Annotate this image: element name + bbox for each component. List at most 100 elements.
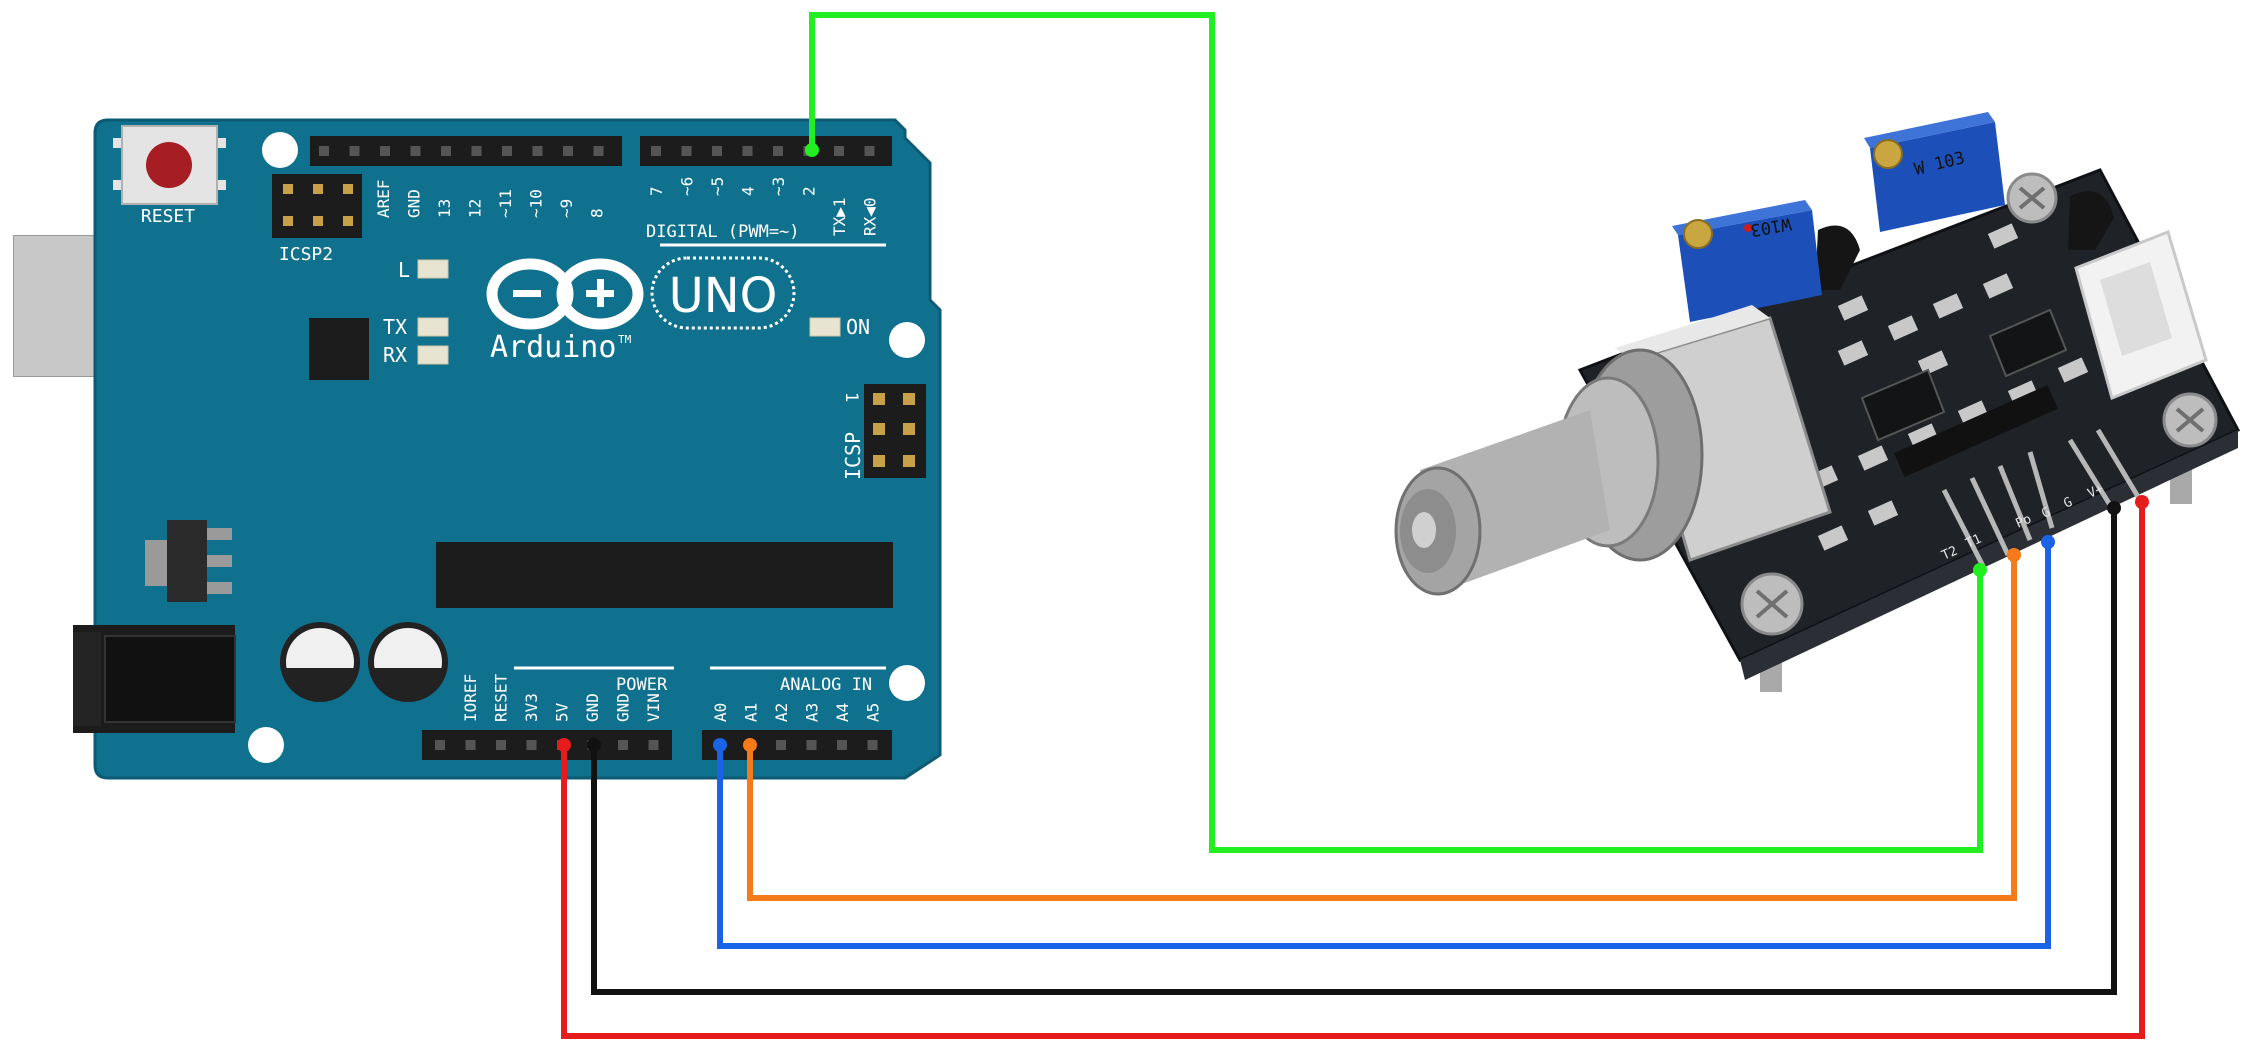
led-on (809, 317, 841, 337)
wire-blue (717, 542, 2051, 949)
bnc-connector (1394, 305, 1832, 596)
led-tx-label: TX (383, 315, 407, 339)
analog-pin-label: A1 (742, 703, 761, 722)
icsp2-label: ICSP2 (279, 244, 333, 265)
icsp-pin1-label: 1 (841, 392, 861, 402)
mount-hole (889, 665, 925, 701)
uno-label: UNO (669, 268, 778, 324)
digital-pin-label: 7 (647, 186, 666, 196)
pin-hole (837, 740, 847, 750)
digital-pin-label: ~3 (769, 177, 788, 196)
wire-green (809, 12, 1983, 853)
pin-hole (380, 146, 390, 156)
reset-label: RESET (141, 206, 195, 227)
digital-pin-label: ~5 (708, 177, 727, 196)
potentiometer-2 (1864, 112, 2005, 232)
wire-green-end-sensor (1973, 563, 1987, 577)
digital-pin-label: 13 (435, 199, 454, 218)
pin-hole (410, 146, 421, 156)
pin-hole (648, 740, 659, 750)
reset-button[interactable] (113, 125, 226, 205)
digital-pin-label: GND (405, 189, 424, 218)
pin-hole (319, 146, 329, 156)
pin-hole (864, 146, 875, 156)
wire-red (561, 502, 2145, 1039)
wire-orange-end-board (743, 738, 757, 752)
digital-pin-label: 2 (800, 186, 819, 196)
wire-black-end-board (587, 738, 601, 752)
digital-pin-label: RX◀0 (861, 197, 880, 236)
voltage-regulator (145, 520, 232, 602)
arduino-infinity-logo (486, 258, 644, 330)
digital-pin-label: 12 (466, 199, 485, 218)
led-tx (417, 317, 449, 337)
wire-black-end-sensor (2107, 501, 2121, 515)
pin-hole (681, 146, 692, 156)
arduino-logo-text: Arduino (490, 330, 616, 365)
wire-blue-end-sensor (2041, 535, 2055, 549)
transistor-2 (2068, 191, 2114, 250)
pin-hole (532, 146, 543, 156)
analog-pin-label: A2 (772, 703, 791, 722)
pin-hole (471, 146, 482, 156)
mount-hole (262, 132, 298, 168)
wire-red-end-sensor (2135, 495, 2149, 509)
atmega328-chip (436, 542, 893, 608)
digital-pin-label: ~9 (557, 199, 576, 218)
sensor-pin-t1: T1 (1964, 532, 1984, 552)
digital-pin-label: ~6 (678, 177, 697, 196)
power-pin-label: 3V3 (522, 693, 541, 722)
led-on-label: ON (846, 315, 870, 339)
led-rx-label: RX (383, 343, 407, 367)
usb-controller-chip (309, 318, 369, 380)
pin-hole (742, 146, 753, 156)
digital-pin-label: 8 (588, 208, 607, 218)
mounting-screw (2006, 172, 2058, 224)
power-pin-label: RESET (492, 673, 511, 722)
analog-header-label: ANALOG IN (780, 675, 872, 695)
power-header-label: POWER (616, 675, 668, 695)
pcb-outline (93, 118, 942, 780)
icsp2-header (272, 174, 362, 238)
capacitor-2 (368, 622, 448, 702)
pin-hole (502, 146, 512, 156)
pin-hole (776, 740, 786, 750)
wire-green-end-board (805, 143, 819, 157)
capacitor-1 (280, 622, 360, 702)
led-rx (417, 345, 449, 365)
icsp-label: ICSP (841, 432, 865, 480)
digital-header-label: DIGITAL (PWM=~) (646, 222, 800, 242)
digital-pin-label: ~10 (527, 189, 546, 218)
pin-hole (712, 146, 722, 156)
digital-pin-label: AREF (374, 179, 393, 218)
analog-pin-label: A3 (803, 703, 822, 722)
digital-pin-label: ~11 (496, 189, 515, 218)
analog-pin-label: A5 (864, 703, 883, 722)
pin-hole (526, 740, 537, 750)
opamp-chip-1 (1860, 368, 1946, 442)
power-pin-label: VIN (644, 693, 663, 722)
power-pin-label: GND (614, 693, 633, 722)
uno-badge (650, 256, 796, 330)
wire-orange (747, 555, 2017, 901)
pin-hole (834, 146, 844, 156)
mount-hole (889, 322, 925, 358)
digital-pin-label: 4 (739, 186, 758, 196)
ph-sensor-module: W103 W 103 (1394, 112, 2241, 692)
led-l-label: L (398, 258, 410, 282)
opamp-chip-2 (1988, 308, 2068, 378)
mounting-screw (1740, 572, 1804, 636)
power-pin-label: IOREF (461, 674, 480, 722)
pin-hole (806, 740, 817, 750)
analog-header (702, 730, 892, 760)
wire-black (591, 508, 2117, 995)
sensor-pin-t2: T2 (1940, 544, 1960, 564)
analog-pin-label: A0 (711, 703, 730, 722)
transistor-1 (1815, 225, 1860, 290)
pin-hole (773, 146, 783, 156)
power-header (422, 730, 672, 760)
